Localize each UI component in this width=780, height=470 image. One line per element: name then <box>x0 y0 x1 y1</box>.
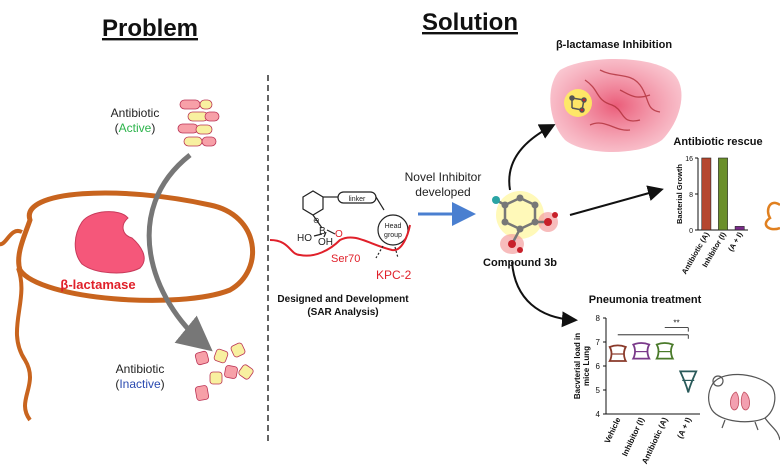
rescue-category-label: (A + I) <box>726 230 744 253</box>
inhibitor-structure-sketch <box>269 190 411 259</box>
pneumonia-violin <box>678 370 698 393</box>
oh-label: OH <box>318 237 333 248</box>
pneumonia-category-label: Vehicle <box>603 416 623 445</box>
compound-3b-label: Compound 3b <box>483 257 557 269</box>
mouse-icon <box>708 373 780 441</box>
protein-ribbon <box>584 69 661 131</box>
problem-heading: Problem <box>102 15 198 42</box>
novel-inhibitor-line2: developed <box>415 185 470 199</box>
rescue-y-tick-label: 16 <box>685 156 693 163</box>
pneumonia-category-label: Antibiotic (A) <box>640 416 670 466</box>
pneumonia-chart-title: Pneumonia treatment <box>589 294 702 306</box>
inactive-antibiotic-pieces <box>194 342 254 401</box>
design-caption-line1: Designed and Development <box>277 294 409 305</box>
boron-label: B <box>319 226 326 237</box>
beta-lactamase-label: β-lactamase <box>60 277 135 292</box>
antibiotic-active-label: Antibiotic <box>111 106 160 120</box>
flagellum-2 <box>15 267 32 422</box>
arrow-to-inhibition <box>508 124 556 191</box>
novel-inhibitor-line1: Novel Inhibitor <box>405 170 482 184</box>
pneumonia-y-label-line1: Bacvterial load in <box>573 333 582 399</box>
antibiotic-pathway-arrow <box>146 153 213 352</box>
pneumonia-y-tick-label: 8 <box>596 314 601 323</box>
rescue-bar <box>701 157 712 231</box>
pneumonia-y-tick-label: 6 <box>596 362 601 371</box>
ser70-label: Ser70 <box>331 253 360 265</box>
beta-lactamase-enzyme <box>74 211 145 274</box>
active-antibiotic-pills <box>177 99 220 147</box>
pneumonia-y-tick-label: 5 <box>596 386 601 395</box>
head-group-label-2: group <box>384 232 402 239</box>
compound-3b-ball-stick <box>492 191 558 254</box>
inhibition-title: β-lactamase Inhibition <box>556 39 672 51</box>
pneumonia-violin <box>655 342 675 360</box>
design-caption-line2: (SAR Analysis) <box>307 307 378 318</box>
solution-heading: Solution <box>422 9 518 36</box>
oxygen-label: O <box>335 229 343 240</box>
lung-icon <box>730 391 750 411</box>
rescue-chart-title: Antibiotic rescue <box>673 136 762 148</box>
minus-charge: ⊖ <box>313 216 320 225</box>
pneumonia-violin <box>608 344 628 362</box>
flagellum <box>0 228 23 247</box>
pneumonia-y-label-line2: mice Lung <box>582 346 591 386</box>
rescue-y-tick-label: 0 <box>689 228 693 235</box>
pneumonia-category-label: (A + I) <box>676 416 694 440</box>
beta-lactamase-protein-surface <box>550 58 682 152</box>
bacterium-icon <box>764 201 780 231</box>
linker-label: linker <box>349 196 366 203</box>
bound-inhibitor <box>569 95 587 113</box>
arrow-to-pneumonia <box>511 261 578 328</box>
pneumonia-y-tick-label: 7 <box>596 338 601 347</box>
rescue-bar <box>734 226 745 231</box>
pneumonia-category-label: Inhibitor (I) <box>620 416 646 458</box>
antibiotic-inactive-state: (Inactive) <box>115 377 164 391</box>
head-group-label-1: Head <box>385 223 402 230</box>
pneumonia-violin <box>631 342 651 360</box>
rescue-y-tick-label: 8 <box>689 192 693 199</box>
antibiotic-inactive-label: Antibiotic <box>116 362 165 376</box>
significance-stars: ** <box>673 319 679 328</box>
kpc2-label: KPC-2 <box>376 268 412 282</box>
rescue-bar <box>718 157 728 231</box>
ho-label: HO <box>297 233 312 244</box>
rescue-y-label: Bacterial Growth <box>675 164 684 224</box>
antibiotic-active-state: (Active) <box>115 121 156 135</box>
arrow-to-rescue <box>569 185 664 216</box>
pneumonia-y-tick-label: 4 <box>596 410 601 419</box>
bound-inhibitor-highlight <box>564 89 592 117</box>
